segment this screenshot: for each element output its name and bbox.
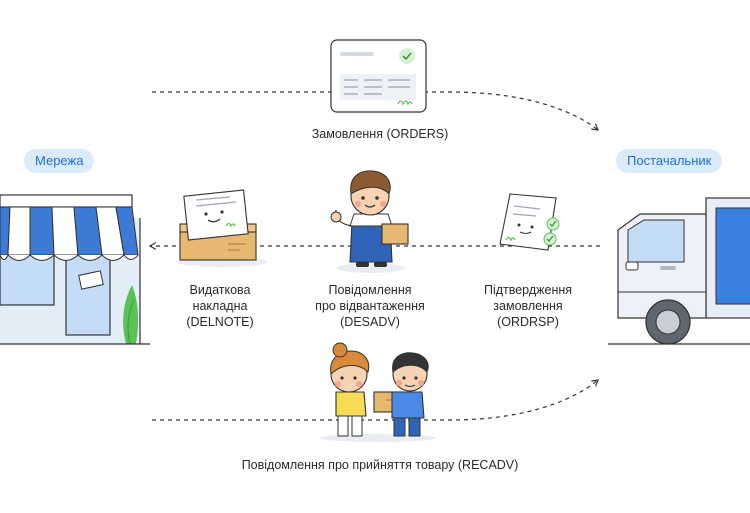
courier-icon xyxy=(330,170,409,273)
party-supplier-label: Постачальник xyxy=(616,149,723,173)
response-document-icon xyxy=(499,193,560,251)
truck-icon xyxy=(608,197,750,345)
handover-icon xyxy=(320,342,436,442)
party-network-label: Мережа xyxy=(24,149,95,173)
desadv-label: Повідомлення про відвантаження (DESADV) xyxy=(315,283,425,329)
order-document-icon xyxy=(330,39,427,113)
ordrsp-label: Підтвердження замовлення (ORDRSP) xyxy=(483,283,573,329)
store-icon xyxy=(0,194,150,345)
orders-label: Замовлення (ORDERS) xyxy=(311,127,449,141)
delnote-label: Видаткова накладна (DELNOTE) xyxy=(186,283,254,329)
delivery-note-icon xyxy=(176,189,268,267)
recadv-label: Повідомлення про прийняття товару (RECAD… xyxy=(241,458,519,472)
